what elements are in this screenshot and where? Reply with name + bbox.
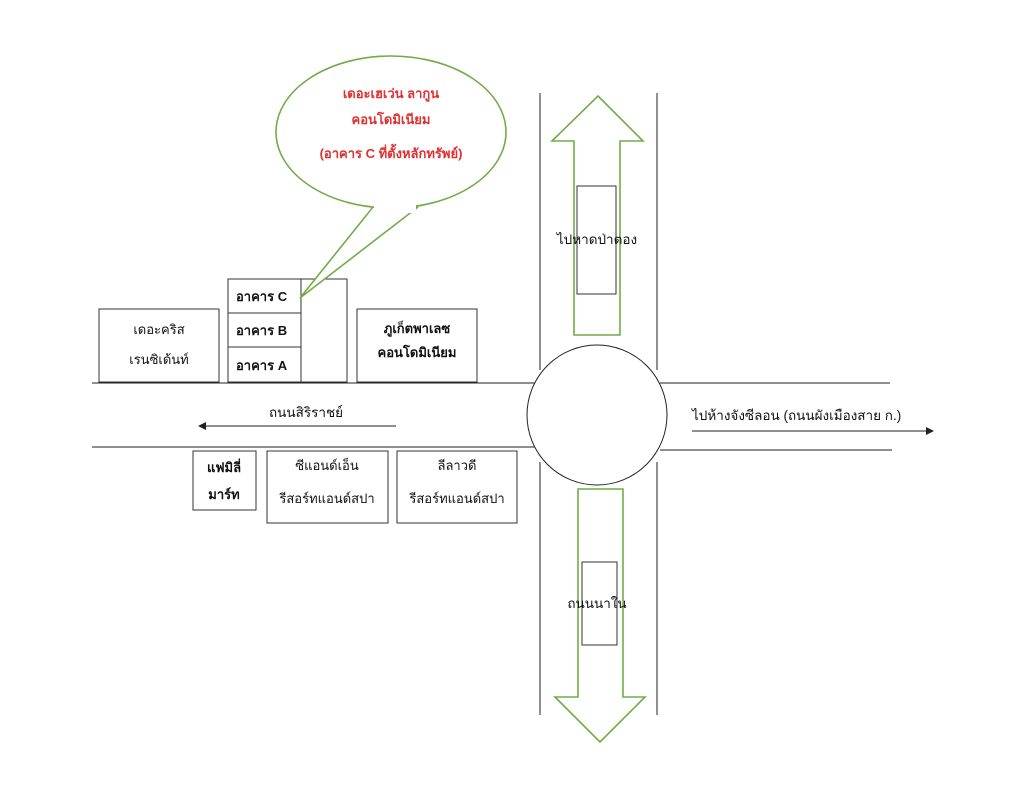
building-b-label: อาคาร B — [236, 323, 287, 338]
building-a-label: อาคาร A — [236, 358, 288, 373]
sirirat-road-label: ถนนสิริราชย์ — [269, 404, 343, 420]
leelawadee-line-1: ลีลาวดี — [437, 458, 476, 473]
the-chris-line-1: เดอะคริส — [133, 322, 184, 337]
north-road-marker — [576, 185, 617, 295]
c-and-n-line-2: รีสอร์ทแอนด์สปา — [278, 491, 374, 506]
callout-line-2: คอนโดมิเนียม — [352, 111, 431, 127]
to-patong-label: ไปหาดป่าตอง — [556, 232, 637, 247]
jungceylon-label: ไปห้างจังซีลอน (ถนนผังเมืองสาย ก.) — [691, 408, 901, 423]
building-a-box — [227, 346, 302, 383]
haven-lagoon-tower — [300, 278, 348, 383]
building-c-label: อาคาร C — [236, 289, 288, 304]
building-c-box — [227, 278, 302, 314]
leelawadee-line-2: รีสอร์ทแอนด์สปา — [408, 491, 504, 506]
callout-line-3: (อาคาร C ที่ตั้งหลักทรัพย์) — [320, 143, 463, 161]
family-mart-line-1: แฟมิลี่ — [207, 458, 241, 475]
callout-pointer — [299, 206, 419, 299]
south-road-marker — [581, 561, 618, 646]
phuket-palace-line-1: ภูเก็ตพาเลซ — [384, 319, 451, 337]
right-arrow-icon — [926, 427, 934, 435]
c-and-n-resort-box — [266, 450, 389, 524]
the-chris-residence-box — [98, 308, 220, 383]
family-mart-line-2: มาร์ท — [208, 487, 239, 502]
leelawadee-resort-box — [396, 450, 518, 524]
callout-joint-mask — [374, 199, 416, 213]
the-chris-line-2: เรนซิเด้นท์ — [129, 352, 188, 367]
family-mart-box — [192, 450, 257, 511]
left-arrow-icon — [198, 422, 206, 430]
nanai-road-label: ถนนนาใน — [567, 595, 626, 611]
phuket-palace-box — [356, 308, 478, 383]
roundabout — [526, 344, 668, 486]
callout-bubble — [275, 55, 507, 209]
c-and-n-line-1: ซีแอนด์เอ็น — [295, 456, 359, 473]
callout-line-1: เดอะเฮเว่น ลากูน — [343, 86, 439, 102]
building-b-box — [227, 312, 302, 348]
phuket-palace-line-2: คอนโดมิเนียม — [378, 344, 457, 360]
